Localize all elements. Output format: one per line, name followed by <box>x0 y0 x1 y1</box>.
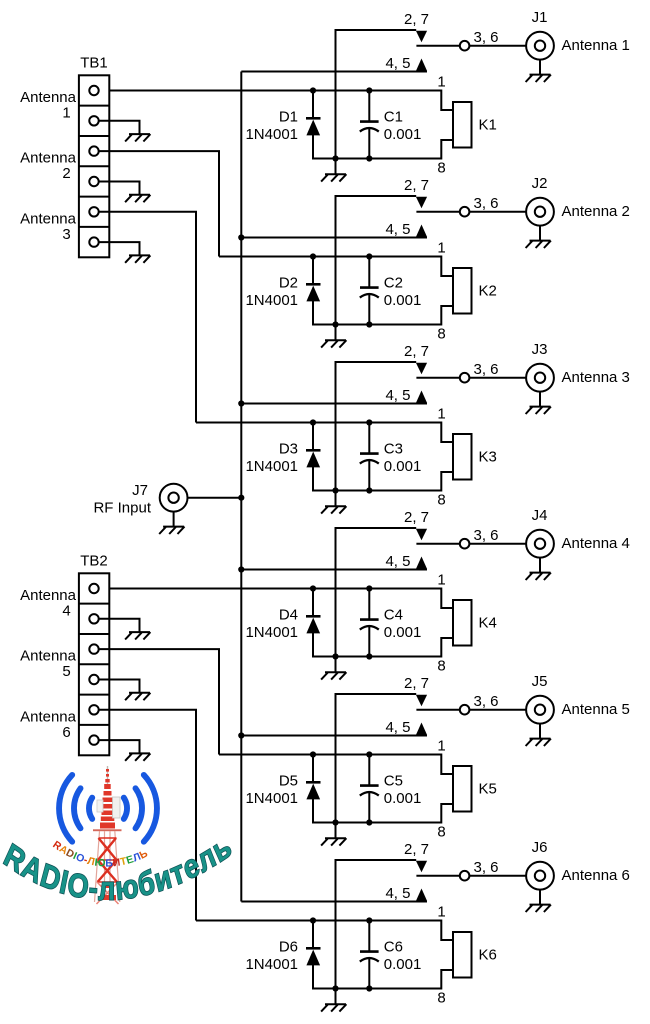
svg-text:Antenna 4: Antenna 4 <box>562 535 630 552</box>
svg-text:J2: J2 <box>532 175 548 192</box>
svg-text:5: 5 <box>62 663 70 680</box>
svg-text:4, 5: 4, 5 <box>385 55 410 72</box>
svg-text:1N4001: 1N4001 <box>245 790 298 807</box>
svg-text:RF Input: RF Input <box>93 500 151 517</box>
svg-text:8: 8 <box>437 658 445 675</box>
svg-text:J5: J5 <box>532 673 548 690</box>
svg-text:C6: C6 <box>384 939 403 956</box>
svg-text:Antenna 6: Antenna 6 <box>562 867 630 884</box>
svg-text:K1: K1 <box>479 116 497 133</box>
svg-text:J1: J1 <box>532 9 548 26</box>
svg-text:8: 8 <box>437 492 445 509</box>
svg-text:1: 1 <box>437 74 445 91</box>
svg-text:1: 1 <box>437 240 445 257</box>
svg-text:K4: K4 <box>479 614 497 631</box>
svg-text:3, 6: 3, 6 <box>474 195 499 212</box>
svg-text:3, 6: 3, 6 <box>474 29 499 46</box>
svg-text:0.001: 0.001 <box>384 126 422 143</box>
svg-text:3: 3 <box>62 226 70 243</box>
svg-text:RADIO-ЛЮБИТЕЛЬ: RADIO-ЛЮБИТЕЛЬ <box>50 839 150 870</box>
svg-text:1N4001: 1N4001 <box>245 458 298 475</box>
svg-text:0.001: 0.001 <box>384 292 422 309</box>
svg-text:0.001: 0.001 <box>384 790 422 807</box>
svg-text:Antenna: Antenna <box>20 150 77 167</box>
svg-text:1: 1 <box>437 904 445 921</box>
svg-text:1N4001: 1N4001 <box>245 292 298 309</box>
svg-text:TB1: TB1 <box>80 55 108 72</box>
svg-text:1N4001: 1N4001 <box>245 126 298 143</box>
svg-text:C1: C1 <box>384 109 403 126</box>
svg-text:D1: D1 <box>279 109 298 126</box>
svg-text:TB2: TB2 <box>80 553 108 570</box>
svg-text:1: 1 <box>437 406 445 423</box>
svg-text:J7: J7 <box>132 482 148 499</box>
svg-text:0.001: 0.001 <box>384 624 422 641</box>
svg-text:C5: C5 <box>384 773 403 790</box>
svg-text:D6: D6 <box>279 939 298 956</box>
svg-text:D3: D3 <box>279 441 298 458</box>
svg-text:Antenna 3: Antenna 3 <box>562 369 630 386</box>
svg-text:C4: C4 <box>384 607 403 624</box>
svg-text:3, 6: 3, 6 <box>474 693 499 710</box>
svg-text:1N4001: 1N4001 <box>245 624 298 641</box>
svg-text:2, 7: 2, 7 <box>404 177 429 194</box>
svg-text:Antenna: Antenna <box>20 708 77 725</box>
svg-text:3, 6: 3, 6 <box>474 361 499 378</box>
svg-text:K5: K5 <box>479 780 497 797</box>
svg-text:0.001: 0.001 <box>384 458 422 475</box>
svg-text:D2: D2 <box>279 275 298 292</box>
svg-text:3, 6: 3, 6 <box>474 527 499 544</box>
svg-text:4, 5: 4, 5 <box>385 387 410 404</box>
svg-text:J6: J6 <box>532 839 548 856</box>
svg-text:Antenna 1: Antenna 1 <box>562 37 630 54</box>
svg-text:K3: K3 <box>479 448 497 465</box>
svg-text:4, 5: 4, 5 <box>385 553 410 570</box>
svg-text:2, 7: 2, 7 <box>404 343 429 360</box>
svg-text:2: 2 <box>62 165 70 182</box>
svg-text:4: 4 <box>62 603 70 620</box>
svg-text:Antenna: Antenna <box>20 210 77 227</box>
svg-text:C3: C3 <box>384 441 403 458</box>
svg-text:2, 7: 2, 7 <box>404 11 429 28</box>
svg-text:J4: J4 <box>532 507 548 524</box>
svg-text:8: 8 <box>437 990 445 1007</box>
svg-text:4, 5: 4, 5 <box>385 719 410 736</box>
svg-text:2, 7: 2, 7 <box>404 675 429 692</box>
svg-text:2, 7: 2, 7 <box>404 841 429 858</box>
svg-text:6: 6 <box>62 724 70 741</box>
svg-text:C2: C2 <box>384 275 403 292</box>
svg-text:Antenna 5: Antenna 5 <box>562 701 630 718</box>
svg-text:1N4001: 1N4001 <box>245 956 298 973</box>
svg-text:D5: D5 <box>279 773 298 790</box>
svg-text:Antenna: Antenna <box>20 587 77 604</box>
svg-text:K2: K2 <box>479 282 497 299</box>
svg-text:0.001: 0.001 <box>384 956 422 973</box>
svg-text:3, 6: 3, 6 <box>474 859 499 876</box>
svg-text:2, 7: 2, 7 <box>404 509 429 526</box>
svg-text:Antenna: Antenna <box>20 89 77 106</box>
svg-text:K6: K6 <box>479 946 497 963</box>
svg-text:Antenna 2: Antenna 2 <box>562 203 630 220</box>
svg-text:4, 5: 4, 5 <box>385 885 410 902</box>
svg-text:D4: D4 <box>279 607 298 624</box>
svg-text:8: 8 <box>437 326 445 343</box>
svg-text:Antenna: Antenna <box>20 648 77 665</box>
svg-text:1: 1 <box>437 572 445 589</box>
svg-text:4, 5: 4, 5 <box>385 221 410 238</box>
svg-text:1: 1 <box>62 105 70 122</box>
svg-text:8: 8 <box>437 824 445 841</box>
svg-text:J3: J3 <box>532 341 548 358</box>
svg-text:8: 8 <box>437 160 445 177</box>
svg-text:1: 1 <box>437 738 445 755</box>
